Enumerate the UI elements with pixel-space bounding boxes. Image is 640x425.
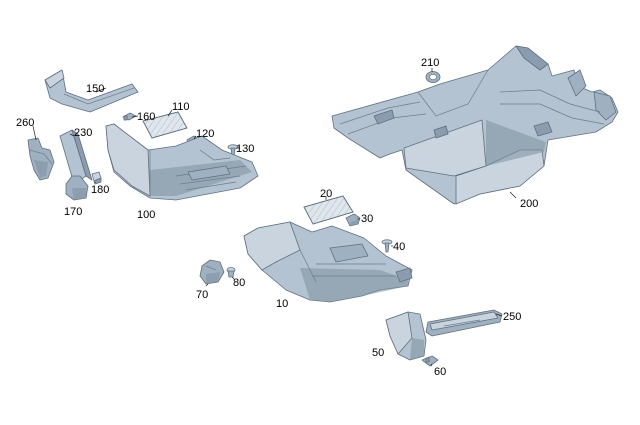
- callout-10: 10: [276, 298, 288, 310]
- part-10-trunk-side-trim: [243, 221, 413, 303]
- part-50-trim-panel: [385, 311, 427, 361]
- part-230-panel: [59, 129, 93, 185]
- leader-260: [32, 125, 37, 141]
- part-180-clip: [91, 171, 102, 185]
- part-30-clip: [345, 213, 361, 227]
- leader-lines: [32, 68, 517, 367]
- part-60-clip: [421, 355, 439, 367]
- callout-180: 180: [91, 184, 109, 196]
- callout-110: 110: [172, 101, 190, 113]
- part-80-clip: [226, 267, 236, 278]
- part-260-bracket: [27, 137, 55, 181]
- leader-230: [69, 133, 75, 137]
- leader-250: [495, 313, 503, 317]
- callout-250: 250: [503, 311, 521, 323]
- callout-170: 170: [64, 206, 82, 218]
- part-70-bracket: [199, 259, 225, 285]
- part-210-grommet: [425, 71, 441, 83]
- part-250-sill-strip: [425, 309, 503, 337]
- leader-200: [509, 191, 517, 199]
- part-110-mesh-net: [142, 111, 188, 139]
- callout-200: 200: [520, 198, 538, 210]
- leader-160: [131, 115, 139, 118]
- part-40-push-pin: [381, 239, 393, 253]
- callout-160: 160: [137, 111, 155, 123]
- part-150-trim-strip: [44, 69, 139, 113]
- part-100-rear-side-trim: [105, 123, 259, 201]
- callout-100: 100: [137, 209, 155, 221]
- leader-60: [430, 363, 433, 367]
- part-200-floor-carpet: [331, 45, 619, 205]
- callout-40: 40: [393, 241, 405, 253]
- leader-80: [231, 276, 235, 280]
- part-20-mesh-net: [303, 195, 354, 225]
- callout-260: 260: [16, 117, 34, 129]
- leader-110: [167, 109, 173, 117]
- callout-120: 120: [196, 128, 214, 140]
- callout-70: 70: [196, 289, 208, 301]
- callout-30: 30: [361, 213, 373, 225]
- part-170-bracket: [65, 175, 89, 201]
- callout-150: 150: [86, 83, 104, 95]
- callout-130: 130: [236, 143, 254, 155]
- callout-80: 80: [233, 277, 245, 289]
- callout-210: 210: [421, 57, 439, 69]
- callout-labels: 150 160 110 120 130 260 230 180 170 100 …: [16, 57, 538, 378]
- callout-50: 50: [372, 347, 384, 359]
- callout-230: 230: [74, 127, 92, 139]
- callout-20: 20: [320, 188, 332, 200]
- leader-120: [193, 135, 197, 140]
- leader-70: [205, 283, 209, 287]
- leader-150: [95, 87, 107, 93]
- callout-60: 60: [434, 366, 446, 378]
